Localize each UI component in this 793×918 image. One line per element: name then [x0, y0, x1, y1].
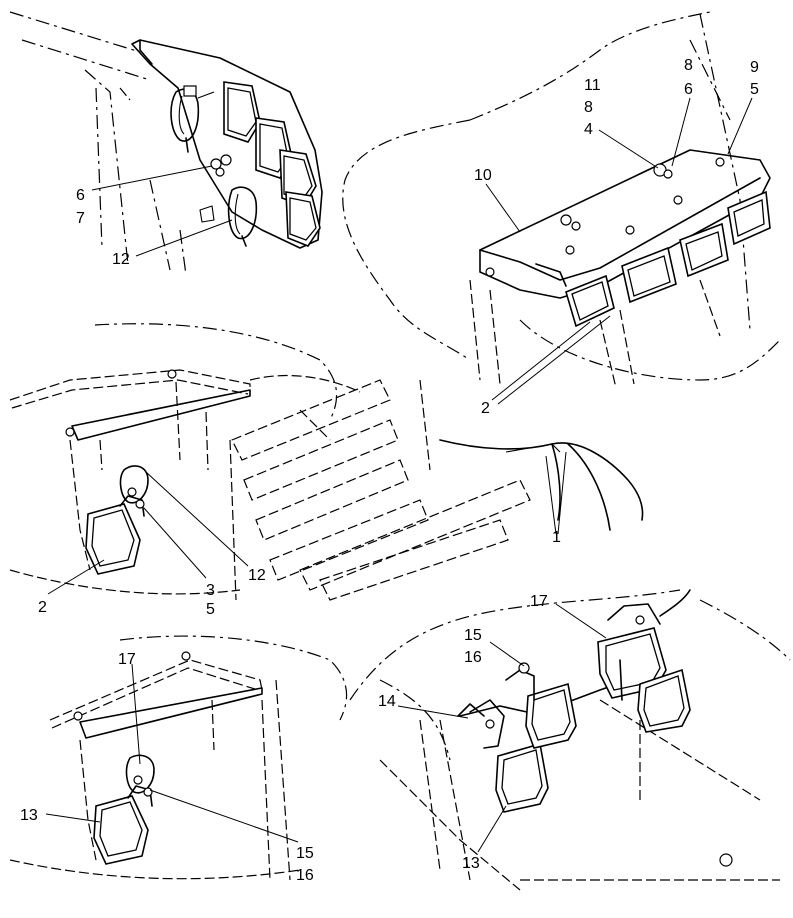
leader-line [485, 183, 521, 233]
view-top-left-roof-lamps [9, 11, 323, 276]
leader-line [149, 789, 299, 843]
callout-1: 1 [552, 529, 561, 546]
callout-14: 14 [378, 693, 396, 710]
bar-fasteners [485, 157, 725, 277]
callout-3: 3 [206, 582, 215, 599]
leader-line [477, 805, 507, 853]
bracket-loop [227, 186, 258, 247]
leader-line [598, 129, 659, 169]
callout-4: 4 [584, 121, 593, 138]
callout-9: 9 [750, 59, 759, 76]
bracket-loop [170, 85, 200, 153]
callout-17: 17 [530, 593, 548, 610]
view-bottom-left-frame-lamp [9, 635, 348, 881]
leader-line [671, 97, 691, 167]
leader-line [145, 471, 249, 567]
assembly-brackets [457, 589, 691, 749]
callout-16: 16 [296, 867, 314, 884]
callout-2: 2 [38, 599, 47, 616]
leader-line [45, 813, 101, 823]
bar-lamp [727, 190, 771, 246]
callout-7: 7 [76, 210, 85, 227]
view-middle-left-frame-lamp [9, 323, 338, 595]
roof-lamp [223, 81, 261, 143]
callout-5: 5 [206, 601, 215, 618]
bar-lamp [621, 246, 677, 304]
callout-labels: 6 7 12 11 8 4 8 6 9 5 10 2 1 2 3 5 12 17… [20, 57, 759, 884]
assembly-lamp [495, 742, 549, 813]
leader-line [47, 559, 105, 595]
leader-line [491, 321, 591, 401]
callout-12: 12 [112, 251, 130, 268]
leader-line [131, 663, 141, 765]
bar-lamp [565, 274, 615, 328]
leader-line [497, 315, 611, 405]
frame-lamp [85, 465, 149, 575]
callout-15: 15 [296, 845, 314, 862]
callout-8: 8 [584, 99, 593, 116]
wiring-harness [439, 439, 644, 531]
callout-17: 17 [118, 651, 136, 668]
leader-line [557, 451, 567, 535]
callout-2: 2 [481, 400, 490, 417]
leader-line [397, 705, 469, 719]
view-top-right-lamp-bar [342, 11, 781, 389]
callout-6: 6 [76, 187, 85, 204]
view-bottom-right-lamp-assembly [349, 589, 791, 891]
leader-line [489, 641, 525, 667]
leader-line [135, 219, 233, 257]
assembly-lamp [637, 668, 691, 733]
callout-8: 8 [684, 57, 693, 74]
callout-13: 13 [462, 855, 480, 872]
callout-11: 11 [584, 77, 601, 94]
frame-lamp [93, 754, 155, 865]
callout-15: 15 [464, 627, 482, 644]
leader-line [91, 165, 213, 191]
callout-10: 10 [474, 167, 492, 184]
leader-line [545, 455, 557, 535]
callout-12: 12 [248, 567, 266, 584]
view-center-steps [229, 374, 531, 601]
leader-line [555, 603, 607, 639]
callout-5: 5 [750, 81, 759, 98]
bar-lamp [679, 222, 729, 278]
roof-lamp [285, 191, 321, 247]
callout-13: 13 [20, 807, 38, 824]
leader-line [727, 97, 753, 155]
leader-line [143, 507, 207, 579]
callout-6: 6 [684, 81, 693, 98]
assembly-lamp [525, 682, 577, 749]
callout-16: 16 [464, 649, 482, 666]
